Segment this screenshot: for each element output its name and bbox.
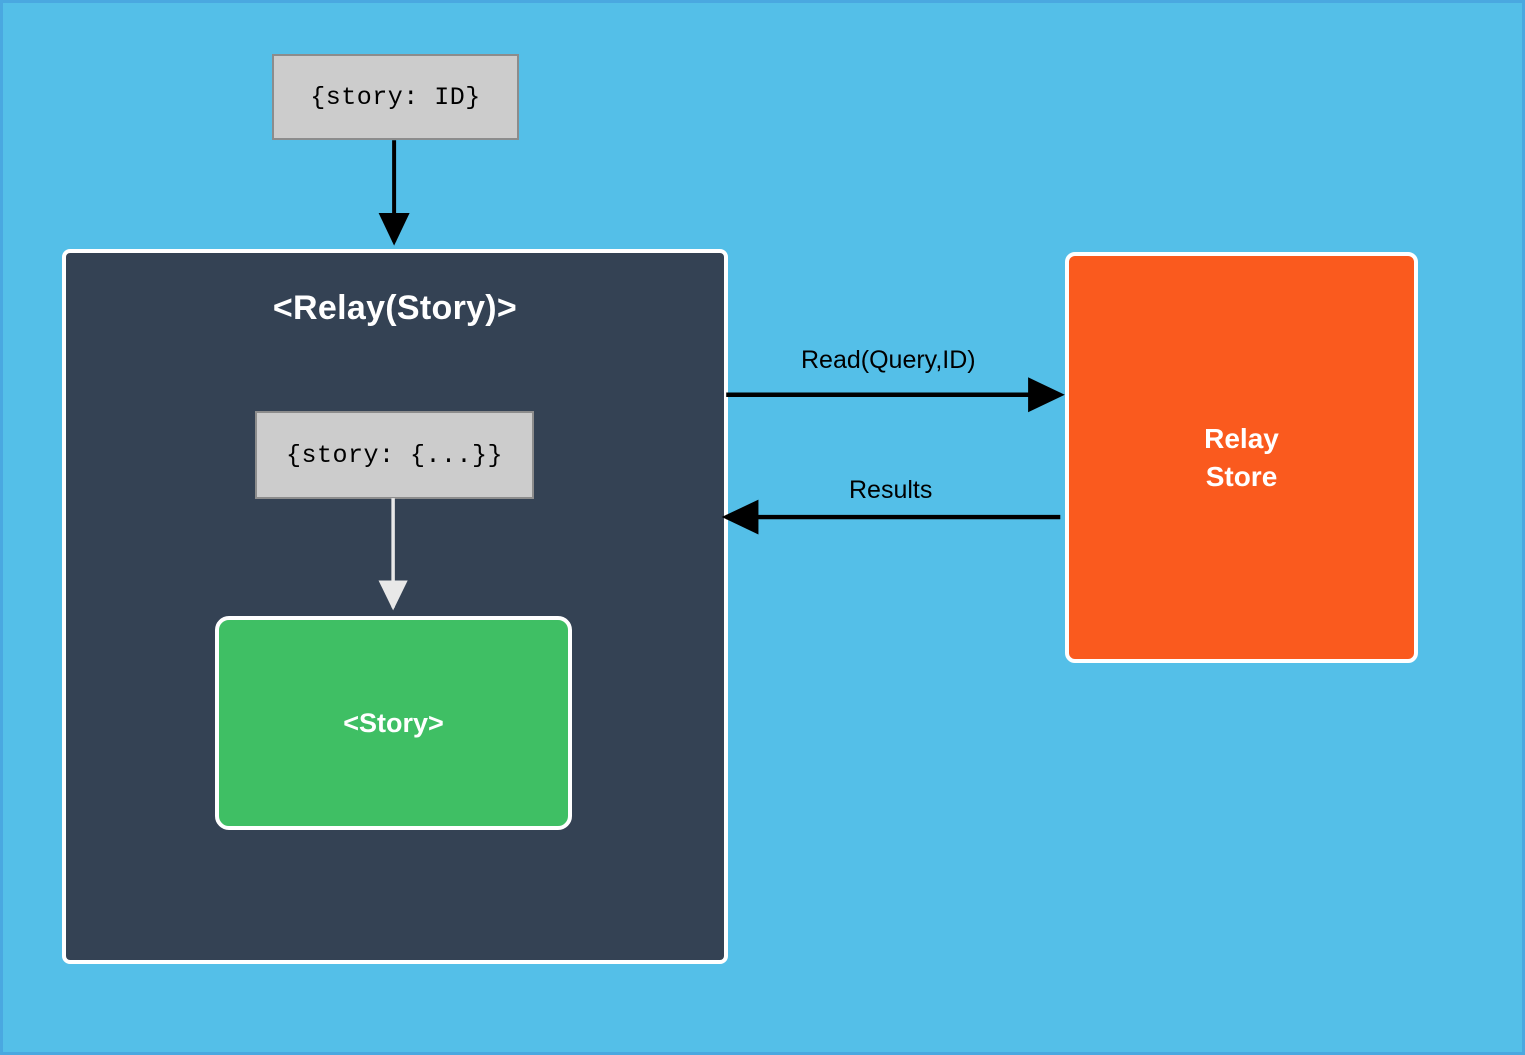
story-id-node-label: {story: ID} [310, 82, 481, 112]
story-component-label: <Story> [343, 707, 444, 738]
story-object-node-label: {story: {...}} [285, 440, 504, 470]
edge-label-results: Results [849, 476, 933, 504]
relay-store-label: Relay Store [1204, 422, 1279, 492]
relay-story-container: <Relay(Story)> [62, 249, 728, 964]
relay-story-title: <Relay(Story)> [272, 289, 518, 327]
story-id-node: {story: ID} [272, 54, 519, 140]
relay-store-node: Relay Store [1065, 252, 1418, 663]
edge-label-read-query: Read(Query,ID) [801, 346, 976, 374]
story-component-node: <Story> [215, 616, 572, 830]
story-object-node: {story: {...}} [255, 411, 534, 499]
